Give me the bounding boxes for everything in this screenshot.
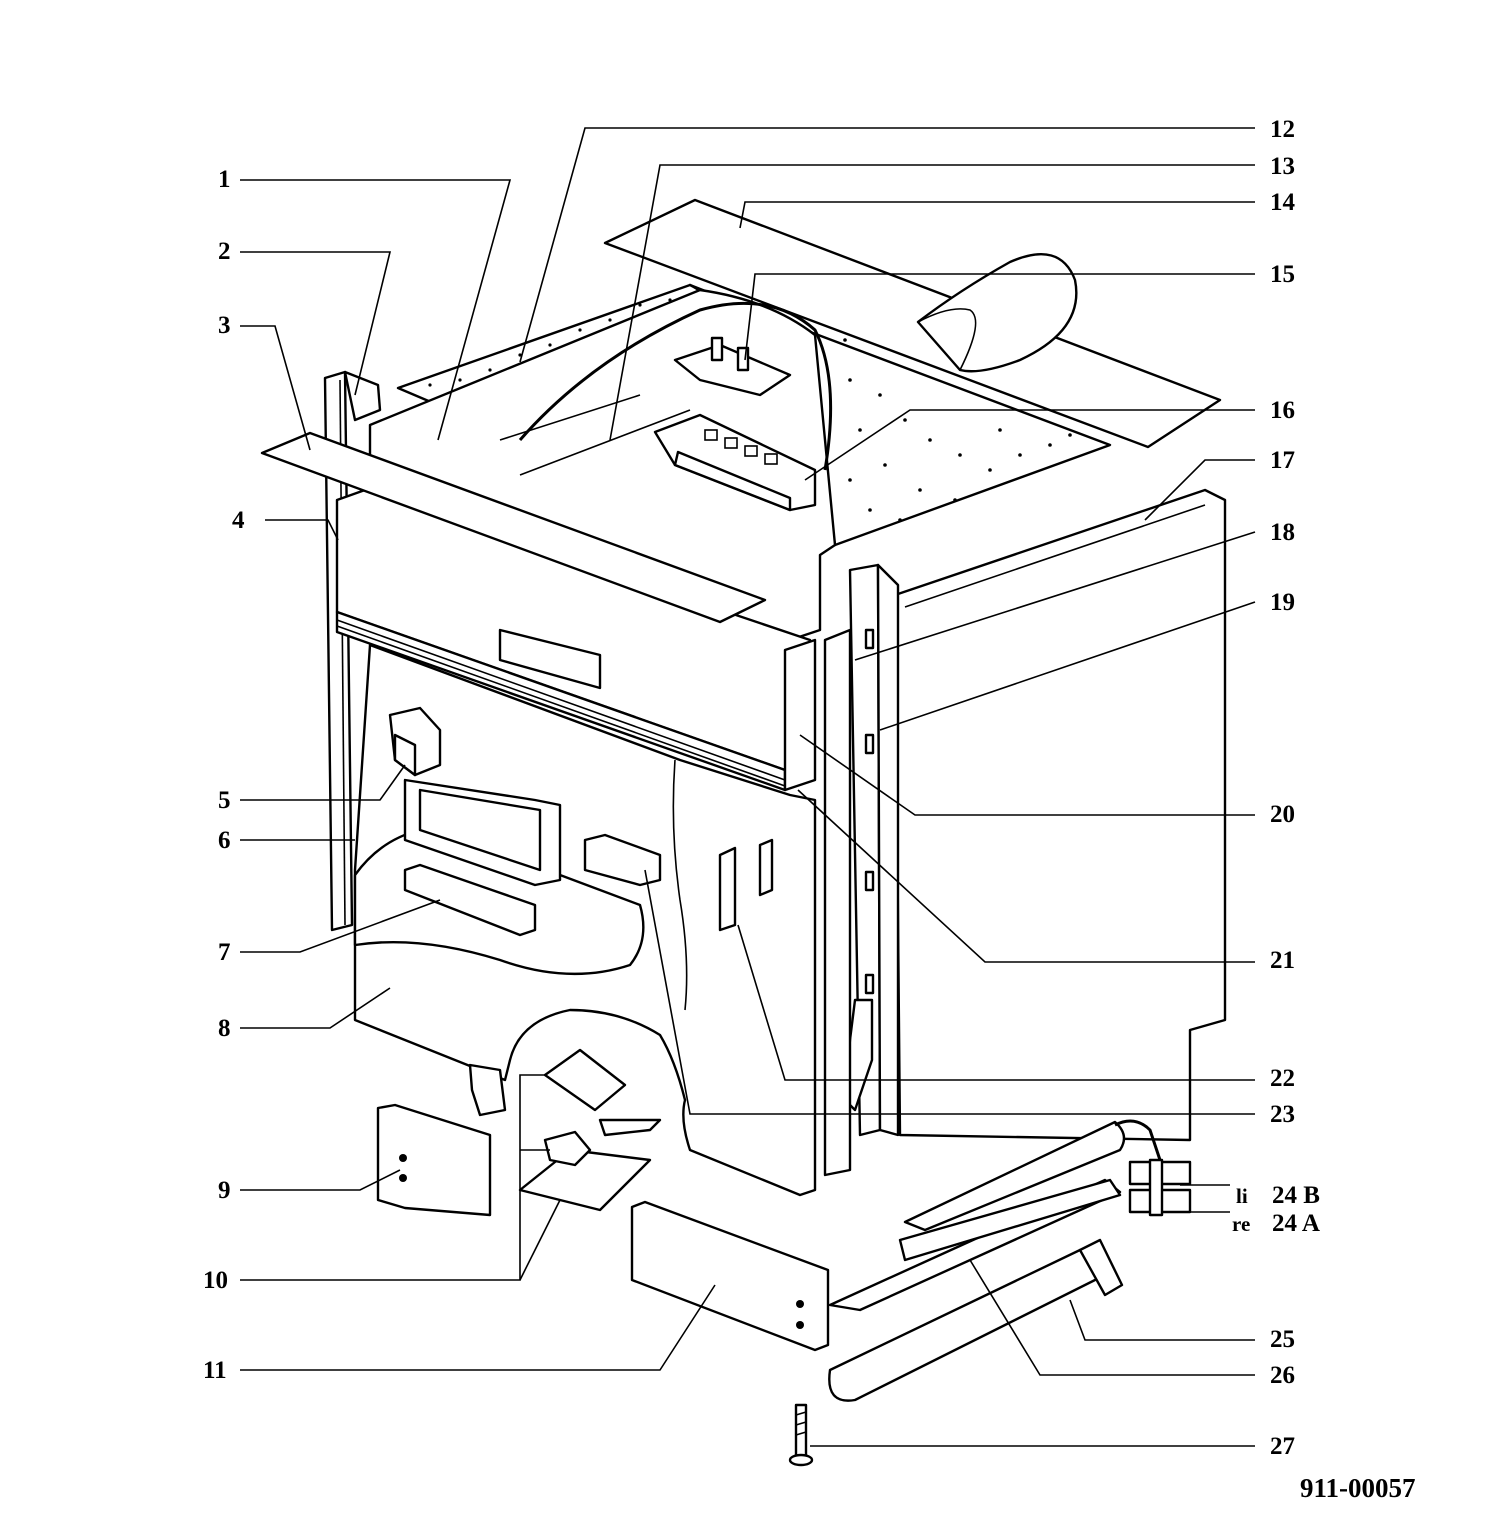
door-bracket (583, 833, 662, 887)
callout-12: 12 (1270, 116, 1295, 143)
callout-6: 6 (218, 827, 231, 854)
front-control-panel (335, 488, 817, 792)
callout-21: 21 (1270, 947, 1295, 974)
drawing-number: 911-00057 (1300, 1473, 1416, 1503)
callout-3: 3 (218, 312, 231, 339)
callout-11: 11 (203, 1357, 227, 1384)
switch-bracket (673, 336, 792, 397)
callout-13: 13 (1270, 153, 1295, 180)
callout-7: 7 (218, 939, 231, 966)
top-cover-sheet (603, 198, 1222, 449)
top-strip (260, 431, 767, 624)
control-module (653, 413, 817, 512)
callout-15: 15 (1270, 261, 1295, 288)
callout-16: 16 (1270, 397, 1295, 424)
callout-5: 5 (218, 787, 231, 814)
wiring-harness (518, 301, 833, 471)
callout-2: 2 (218, 238, 231, 265)
callout-18: 18 (1270, 519, 1295, 546)
kick-plate (630, 1200, 830, 1352)
side-mark-right: re (1232, 1212, 1250, 1236)
appliance-drawing (260, 198, 1227, 1467)
callout-22: 22 (1270, 1065, 1295, 1092)
bottom-plate-left (376, 1103, 492, 1217)
callout-labels: 1 2 3 4 5 6 7 8 9 10 11 12 13 14 15 16 1… (203, 116, 1416, 1503)
base-rail (828, 1178, 1122, 1312)
callout-24a: 24 A (1272, 1210, 1320, 1237)
callout-20: 20 (1270, 801, 1295, 828)
callout-9: 9 (218, 1177, 231, 1204)
inlet-tube (828, 1238, 1124, 1402)
callout-26: 26 (1270, 1362, 1295, 1389)
inner-bracket (403, 863, 537, 937)
side-mark-left: li (1236, 1184, 1248, 1208)
callout-4: 4 (232, 507, 245, 534)
callout-8: 8 (218, 1015, 231, 1042)
switch-assembly (518, 1048, 662, 1212)
door-support (468, 1063, 507, 1117)
drain-hose (903, 1119, 1192, 1232)
callout-10: 10 (203, 1267, 228, 1294)
callout-25: 25 (1270, 1326, 1295, 1353)
callout-23: 23 (1270, 1101, 1295, 1128)
front-post (843, 563, 900, 1137)
screw (788, 1403, 814, 1467)
callout-14: 14 (1270, 189, 1296, 216)
callout-19: 19 (1270, 589, 1295, 616)
callout-1: 1 (218, 166, 231, 193)
callout-24b: 24 B (1272, 1182, 1320, 1209)
hinge-bracket (388, 706, 442, 777)
callout-17: 17 (1270, 447, 1295, 474)
leader-lines (240, 127, 1256, 1447)
callout-27: 27 (1270, 1433, 1295, 1460)
insulation-roll (916, 253, 1078, 373)
